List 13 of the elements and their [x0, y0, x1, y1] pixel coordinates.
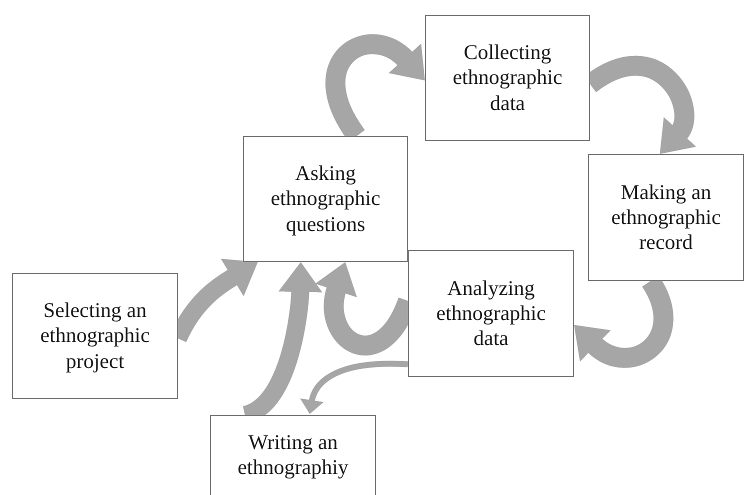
step-label: Writing an ethnographiy: [236, 430, 350, 480]
step-label: Analyzing ethnographic data: [435, 276, 547, 352]
process-box: [210, 415, 376, 495]
step-label: Making an ethnographic record: [611, 180, 721, 256]
process-box: [425, 15, 590, 141]
process-box: [588, 154, 744, 281]
curved-arrow: [300, 360, 408, 414]
step-label: Collecting ethnographic data: [452, 40, 564, 116]
step-label: Asking ethnographic questions: [270, 161, 382, 237]
process-box: [12, 273, 178, 399]
step-label: Selecting an ethnographic project: [39, 298, 151, 374]
process-box: [243, 136, 408, 262]
process-box: [408, 250, 574, 377]
